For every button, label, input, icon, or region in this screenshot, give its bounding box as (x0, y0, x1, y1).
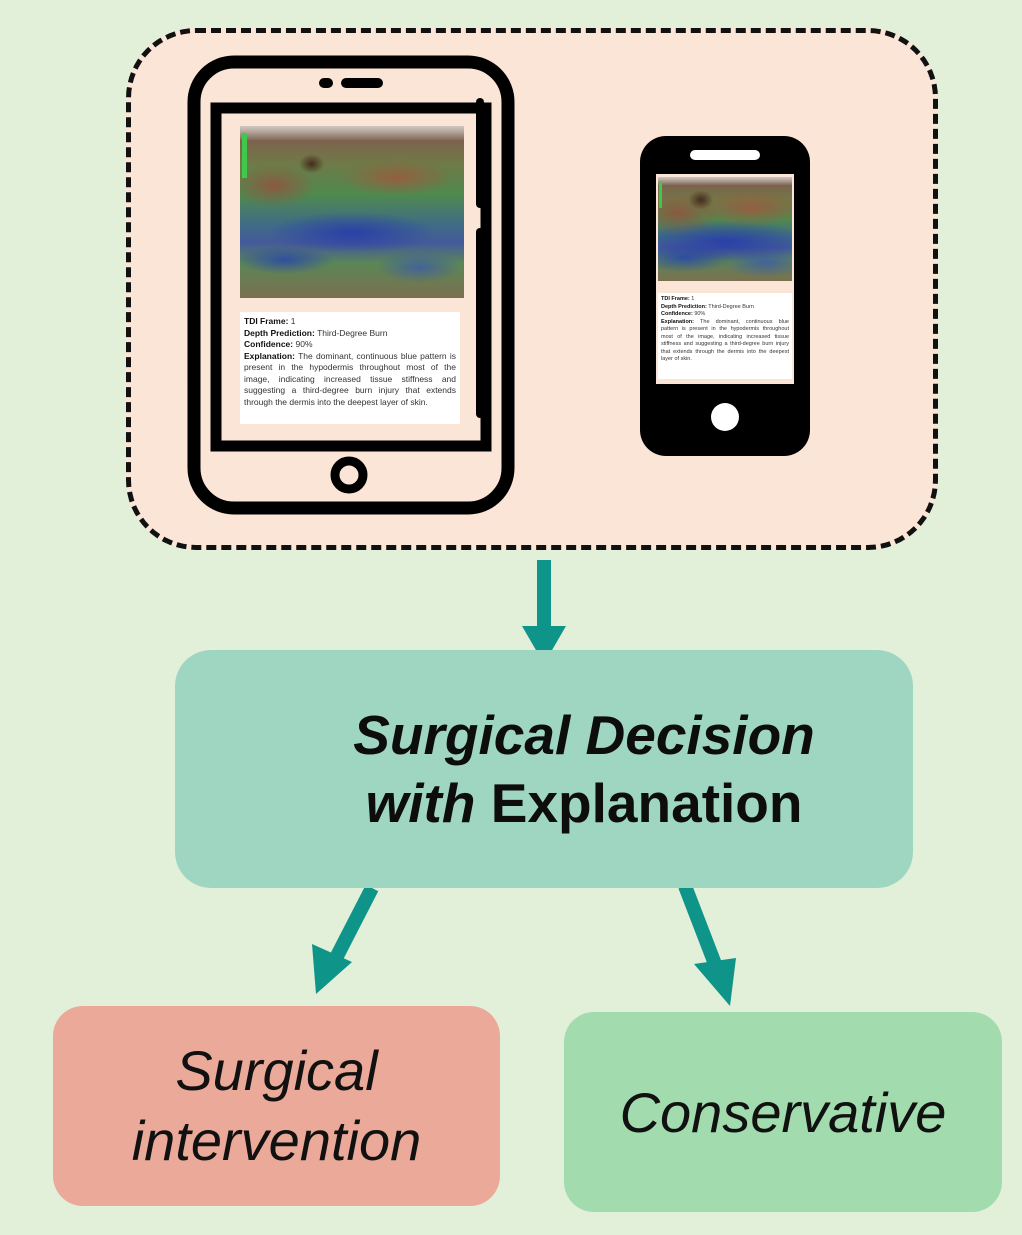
depth-value: Third-Degree Burn (317, 327, 388, 338)
phone-report-text: TDI Frame: 1 Depth Prediction: Third-Deg… (658, 293, 792, 379)
explanation-text: The dominant, continuous blue pattern is… (244, 350, 456, 407)
frame-value: 1 (290, 316, 296, 326)
decision-explanation: Explanation (490, 772, 803, 834)
depth-label: Depth Prediction: (661, 303, 707, 310)
depth-value: Third-Degree Burn (708, 303, 754, 310)
confidence-value: 90% (694, 311, 706, 317)
surgical-intervention-box: Surgical intervention (53, 1006, 500, 1206)
frame-label: TDI Frame: (244, 316, 289, 326)
surgical-decision-box: Surgical Decision with Explanation (175, 650, 913, 888)
decision-with: with (365, 772, 476, 834)
surgery-line2: intervention (131, 1109, 422, 1172)
arrow-decision-to-surgery (329, 884, 379, 962)
confidence-value: 90% (295, 339, 313, 349)
arrow-head-surgery (312, 944, 352, 994)
phone-ultrasound-image (658, 177, 792, 281)
tablet-ultrasound-image (240, 126, 464, 298)
tablet-report-text: TDI Frame: 1 Depth Prediction: Third-Deg… (240, 312, 460, 424)
decision-title: Surgical Decision (353, 704, 815, 766)
confidence-label: Confidence: (244, 339, 294, 349)
frame-label: TDI Frame: (661, 296, 690, 302)
frame-value: 1 (691, 296, 695, 302)
depth-label: Depth Prediction: (244, 327, 315, 338)
confidence-label: Confidence: (661, 311, 693, 317)
arrow-head-conservative (694, 958, 736, 1006)
surgery-line1: Surgical (175, 1039, 378, 1102)
arrow-head-decision (522, 626, 566, 664)
conservative-label: Conservative (619, 1080, 947, 1144)
explanation-label: Explanation: (244, 350, 296, 361)
arrow-decision-to-conservative (678, 883, 722, 967)
conservative-box: Conservative (564, 1012, 1002, 1212)
explanation-text: The dominant, continuous blue pattern is… (661, 318, 789, 363)
explanation-label: Explanation: (661, 318, 695, 325)
